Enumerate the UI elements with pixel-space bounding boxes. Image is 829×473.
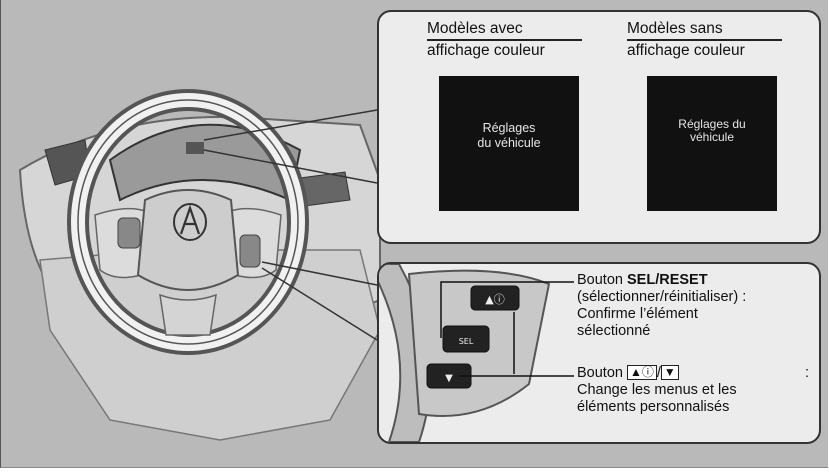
color-display-screen: Réglages du véhicule — [439, 76, 579, 211]
right-wheel-buttons — [239, 234, 261, 268]
steering-buttons-closeup: ▲ⓘ SEL ▼ — [379, 264, 574, 442]
buttons-panel: ▲ⓘ SEL ▼ Bouton SEL/RESET (sélectionner/… — [377, 262, 821, 444]
info-icon: ▲ⓘ — [627, 365, 657, 380]
callout-line-bottom2 — [261, 267, 378, 341]
col-color-title-line1: Modèles avec — [427, 20, 523, 37]
arrow-buttons-callout: Bouton ▲ⓘ/▼ : Change les menus et les él… — [577, 365, 817, 416]
display-panel: Modèles avec affichage couleur Modèles s… — [377, 10, 821, 244]
col-mono-title-line1: Modèles sans — [627, 20, 723, 37]
mono-display-screen: Réglages du véhicule — [647, 76, 777, 211]
down-key-label: ▼ — [445, 373, 453, 384]
left-wheel-buttons — [117, 217, 141, 249]
sel-reset-name: SEL/RESET — [627, 272, 708, 288]
callout-line-bottom — [261, 261, 378, 286]
arrow-line3: éléments personnalisés — [577, 399, 730, 415]
color-screen-line1: Réglages — [482, 121, 536, 135]
sel-reset-line3: Confirme l’élément — [577, 306, 698, 322]
callout-line-top2 — [203, 109, 378, 141]
color-screen-line2: du véhicule — [477, 136, 541, 150]
sel-callout-line — [440, 281, 574, 338]
acura-logo-icon — [173, 203, 207, 241]
down-arrow-icon: ▼ — [660, 365, 679, 380]
sel-reset-key — [442, 325, 490, 353]
mono-screen-line1: Réglages du — [678, 117, 746, 131]
steering-wheel-icon — [67, 89, 309, 355]
col-mono-title-line2: affichage couleur — [627, 42, 745, 59]
col-color-title-line2: affichage couleur — [427, 42, 545, 59]
col-mono-title: Modèles sans affichage couleur — [627, 20, 792, 59]
arrow-line2: Change les menus et les — [577, 382, 737, 398]
mono-screen-line2: véhicule — [689, 130, 735, 144]
cluster-display — [186, 142, 204, 154]
callout-line-top — [203, 149, 378, 184]
sel-reset-key-label: SEL — [459, 337, 474, 346]
sel-reset-callout: Bouton SEL/RESET (sélectionner/réinitial… — [577, 272, 817, 340]
up-info-key-label: ▲ⓘ — [485, 293, 504, 306]
sel-reset-line4: sélectionné — [577, 323, 651, 339]
col-color-title: Modèles avec affichage couleur — [427, 20, 592, 59]
wheel-bottom-spoke — [159, 293, 217, 336]
sel-reset-line2: (sélectionner/réinitialiser) : — [577, 289, 747, 305]
up-info-key — [470, 285, 520, 311]
